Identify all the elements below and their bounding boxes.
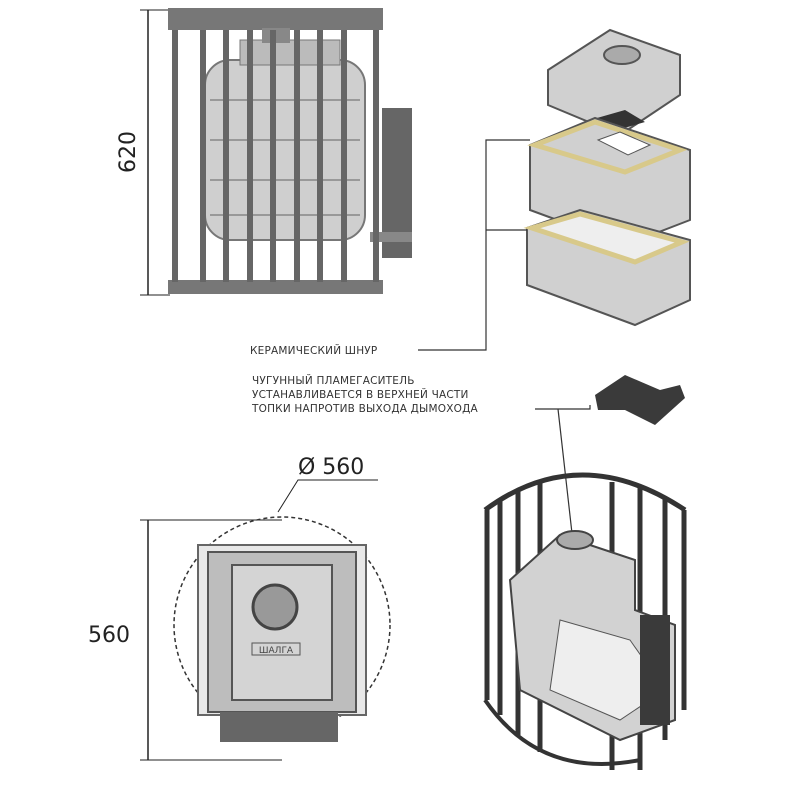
bottom-rail (168, 280, 383, 294)
grill-top-ring (483, 472, 687, 513)
flame-arrester-label-line2: УСТАНАВЛИВАЕТСЯ В ВЕРХНЕЙ ЧАСТИ (252, 388, 469, 401)
ceramic-cord-lower (523, 211, 690, 265)
cord-leader-line (418, 139, 530, 351)
height-label: 620 (116, 131, 141, 173)
door-front (220, 712, 338, 742)
isometric-view (483, 472, 687, 770)
top-rail (168, 8, 383, 30)
ceramic-cord-label: КЕРАМИЧЕСКИЙ ШНУР (250, 344, 377, 357)
exploded-view: КЕРАМИЧЕСКИЙ ШНУР ЧУГУННЫЙ ПЛАМЕГАСИТЕЛЬ… (250, 28, 691, 561)
flame-arrester-label-line3: ТОПКИ НАПРОТИВ ВЫХОДА ДЫМОХОДА (251, 403, 479, 415)
chimney-outlet (251, 583, 299, 631)
flame-arrester-plate (595, 375, 685, 425)
brand-logo: ШАЛГА (259, 646, 294, 656)
diameter-label: Ø 560 (298, 455, 364, 480)
iso-door-frame (640, 615, 670, 725)
width-label: 560 (88, 623, 130, 648)
side-view: 620 (116, 8, 412, 296)
top-casting (547, 28, 681, 137)
top-view: Ø 560 560 ШАЛГА (88, 455, 391, 761)
flame-arrester-label-line1: ЧУГУННЫЙ ПЛАМЕГАСИТЕЛЬ (252, 374, 415, 387)
ceramic-cord-upper (527, 119, 688, 175)
side-grill-bars (172, 30, 379, 282)
